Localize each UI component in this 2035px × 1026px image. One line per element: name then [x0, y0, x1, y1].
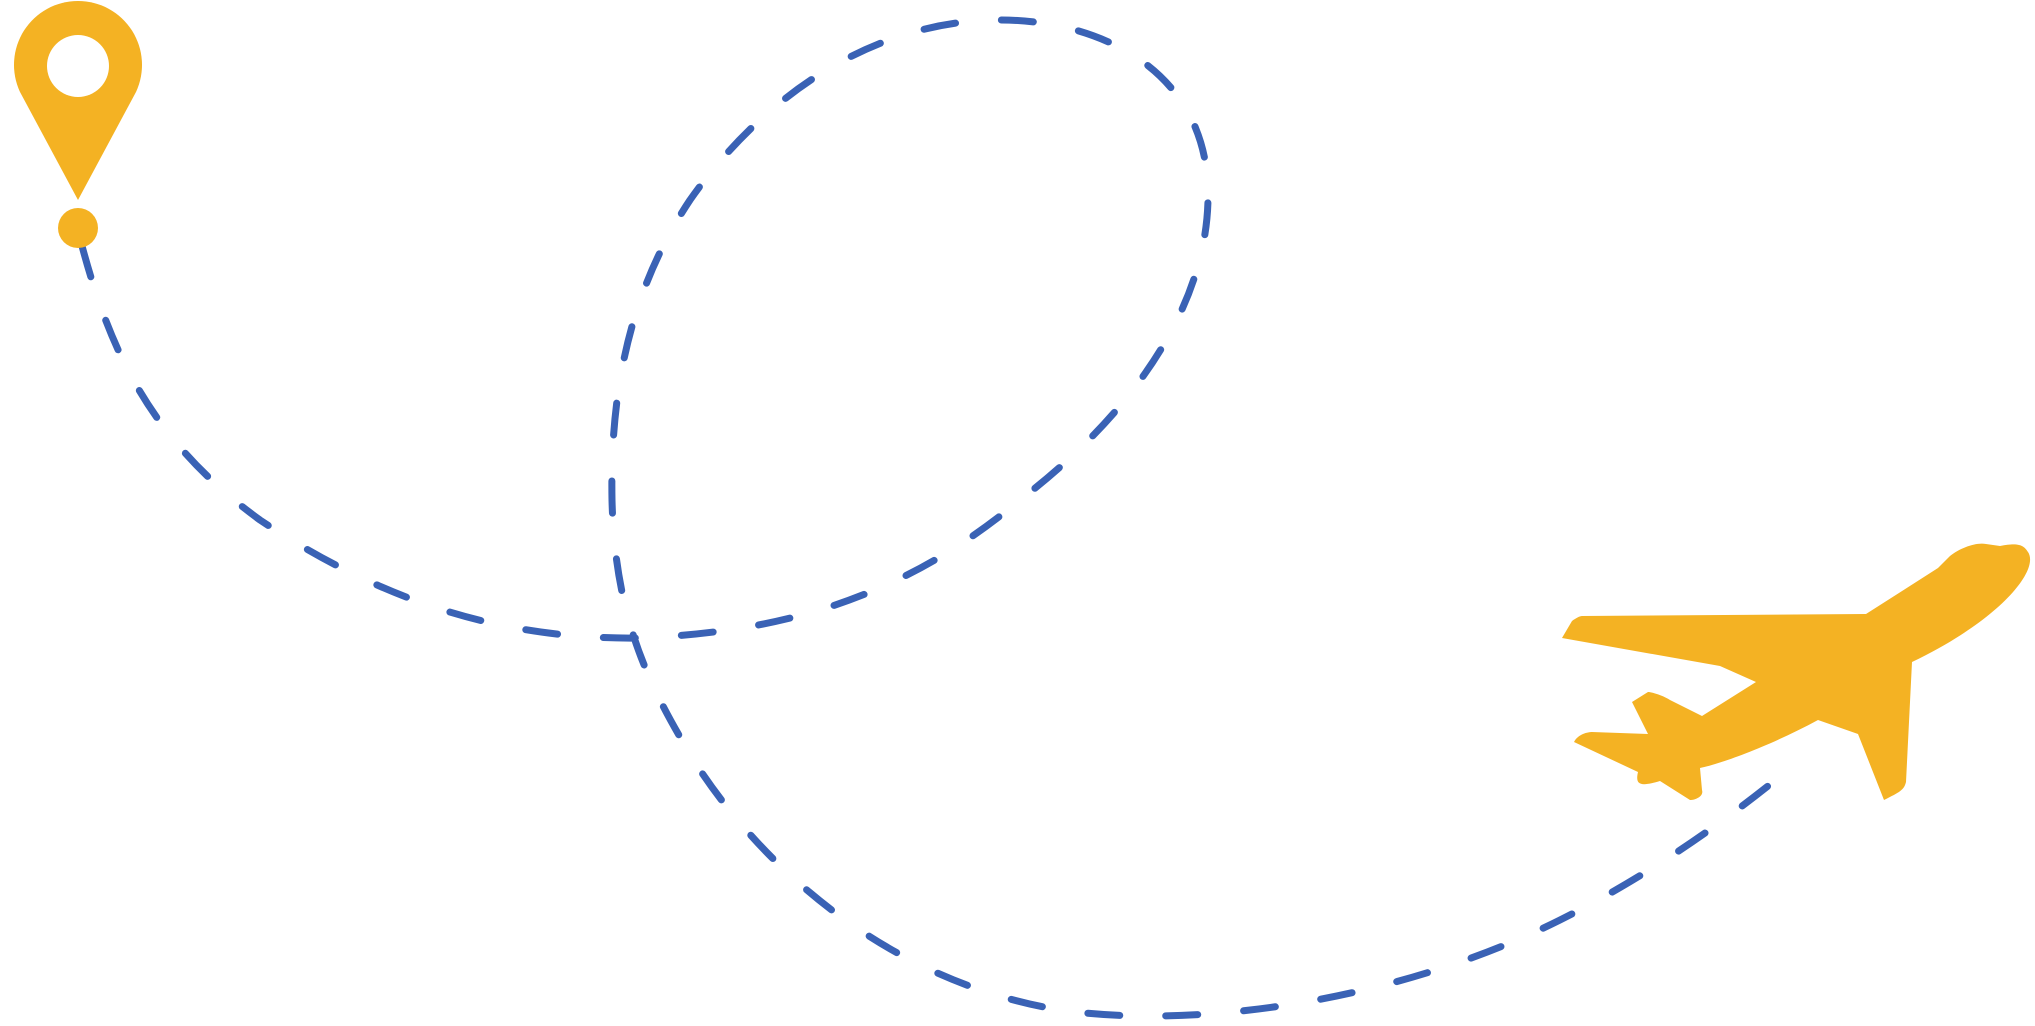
dashed-route-path	[78, 16, 1804, 1020]
airplane-icon	[1562, 543, 2031, 800]
location-pin-icon	[13, 0, 142, 248]
